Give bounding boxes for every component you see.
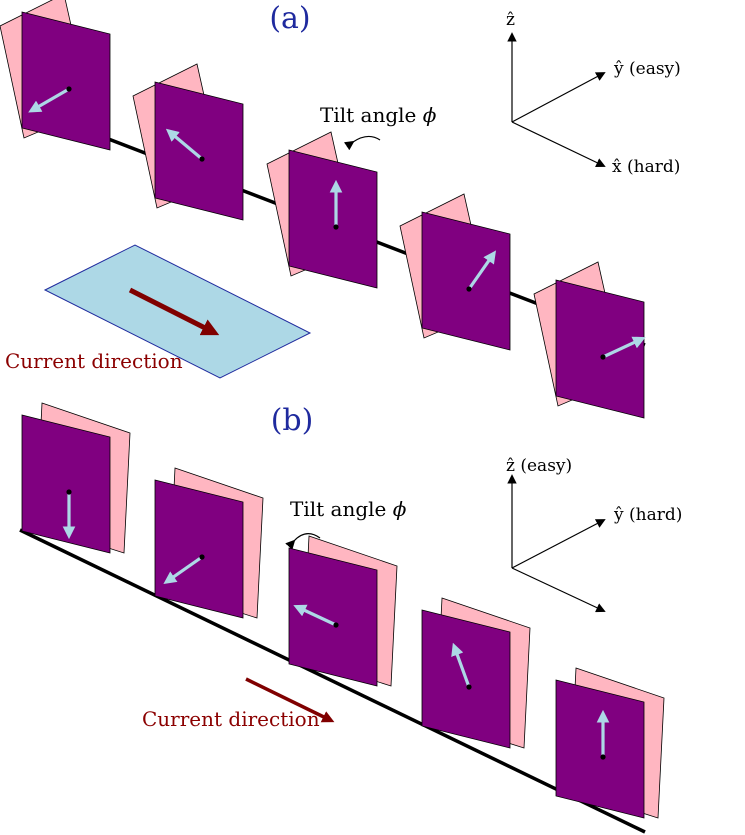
magnet-a-2-front-panel bbox=[154, 81, 244, 221]
magnet-b-2-front-panel bbox=[154, 479, 244, 619]
magnet-a-3 bbox=[266, 131, 378, 289]
magnet-a-4 bbox=[399, 193, 511, 351]
magnet-b-3 bbox=[288, 535, 398, 687]
tilt-label-text-b: Tilt angle bbox=[290, 497, 393, 521]
magnet-b-1-pivot bbox=[66, 489, 72, 495]
tilt-symbol-b: ϕ bbox=[393, 497, 407, 521]
magnet-b-4 bbox=[421, 597, 531, 749]
magnet-b-3-moment-arrow bbox=[293, 604, 337, 627]
magnet-a-1-pivot bbox=[66, 86, 72, 92]
magnet-a-5-front-panel bbox=[555, 279, 645, 419]
x-axis-b bbox=[511, 567, 606, 613]
magnet-a-5-moment-arrow bbox=[602, 336, 646, 359]
magnet-b-3-front-panel bbox=[288, 547, 378, 687]
tilt-arc-b bbox=[285, 533, 321, 550]
magnet-a-4-moment-arrow bbox=[467, 250, 497, 290]
panel-a: (a) Current direction ẑ ŷ (easy) x̂ (har… bbox=[0, 0, 681, 419]
tilt-symbol-a: ϕ bbox=[423, 103, 437, 127]
magnet-a-1 bbox=[0, 0, 111, 151]
magnet-a-5 bbox=[533, 261, 646, 419]
x-axis-a bbox=[511, 121, 606, 168]
magnet-b-5-pivot bbox=[600, 754, 606, 760]
y-axis-a bbox=[511, 72, 606, 123]
magnets-a bbox=[0, 0, 646, 419]
magnet-b-1-front-panel bbox=[21, 414, 111, 554]
magnet-a-4-pivot bbox=[466, 286, 472, 292]
magnet-b-2 bbox=[154, 467, 264, 619]
magnets-b bbox=[21, 402, 665, 819]
magnet-b-4-pivot bbox=[466, 684, 472, 690]
magnet-b-4-moment-arrow bbox=[451, 642, 471, 688]
magnet-a-3-pivot bbox=[333, 224, 339, 230]
tilt-label-text-a: Tilt angle bbox=[320, 103, 423, 127]
x-axis-label-a: x̂ (hard) bbox=[612, 157, 680, 177]
panel-a-label: (a) bbox=[269, 1, 310, 36]
current-label-a: Current direction bbox=[5, 349, 183, 373]
y-axis-label-a: ŷ (easy) bbox=[613, 59, 681, 79]
wire-b bbox=[19, 528, 646, 834]
axes-b: ẑ (easy) ŷ (hard) bbox=[506, 456, 682, 613]
axes-a: ẑ ŷ (easy) x̂ (hard) bbox=[506, 10, 681, 177]
y-axis-label-b: ŷ (hard) bbox=[613, 505, 682, 525]
panel-b-label: (b) bbox=[271, 403, 314, 438]
magnet-b-3-pivot bbox=[333, 622, 339, 628]
magnet-a-1-moment-arrow bbox=[28, 87, 70, 113]
magnet-b-2-pivot bbox=[199, 554, 205, 560]
current-label-b: Current direction bbox=[142, 707, 320, 731]
magnet-b-1 bbox=[21, 402, 131, 554]
z-axis-label-a: ẑ bbox=[506, 10, 515, 30]
magnet-a-5-pivot bbox=[600, 354, 606, 360]
z-axis-label-b: ẑ (easy) bbox=[506, 456, 572, 476]
current-arrow-a bbox=[128, 287, 220, 336]
tilt-arc-a bbox=[343, 135, 381, 151]
current-arrow-b bbox=[245, 677, 335, 723]
magnet-a-3-front-panel bbox=[288, 149, 378, 289]
magnet-a-2-moment-arrow bbox=[165, 128, 204, 161]
tilt-label-b: Tilt angle ϕ bbox=[290, 497, 407, 521]
magnet-b-2-moment-arrow bbox=[163, 555, 203, 585]
magnet-a-2-pivot bbox=[199, 156, 205, 162]
magnet-a-2 bbox=[132, 63, 244, 221]
panel-b: (b) Current direction ẑ (easy) ŷ (hard) … bbox=[19, 402, 682, 834]
y-axis-b bbox=[511, 519, 606, 569]
magnet-b-5 bbox=[555, 667, 665, 819]
magnet-a-4-front-panel bbox=[421, 211, 511, 351]
magnet-b-5-front-panel bbox=[555, 679, 645, 819]
magnet-a-1-front-panel bbox=[21, 11, 111, 151]
tilt-label-a: Tilt angle ϕ bbox=[320, 103, 437, 127]
